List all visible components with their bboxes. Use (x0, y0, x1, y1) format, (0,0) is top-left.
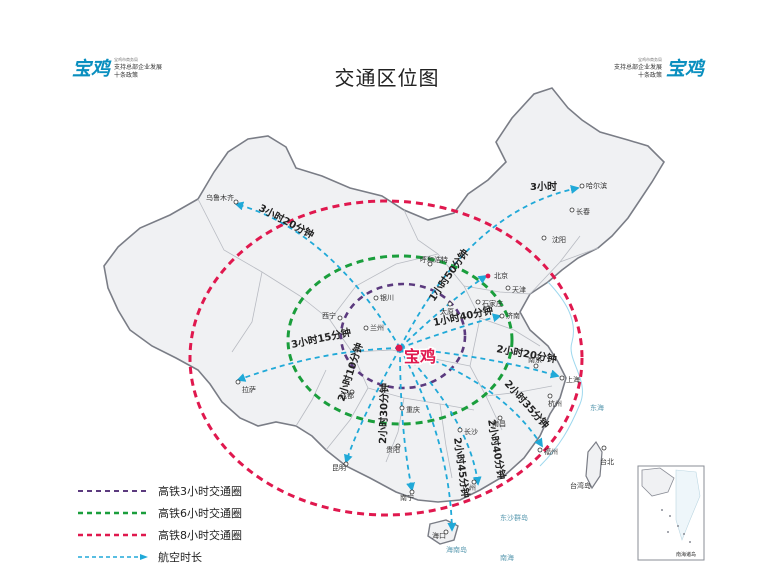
route-jinan (399, 313, 502, 349)
sea-label: 南海 (500, 553, 514, 562)
logo-left: 宝鸡 宝鸡市商务局 支持总部企业发展 十条政策 (72, 54, 162, 81)
logo-mark: 宝鸡 (665, 58, 704, 80)
city-label: 福州 (544, 447, 558, 456)
legend-item-hsr3: 高铁3小时交通圈 (78, 480, 242, 502)
flight-label: 2小时30分钟 (376, 383, 391, 444)
city-label: 哈尔滨 (586, 181, 607, 190)
route-harbin (399, 185, 580, 349)
city-label: 南宁 (400, 493, 414, 502)
legend-label: 高铁3小时交通圈 (158, 485, 242, 498)
city-label: 兰州 (370, 323, 384, 332)
cities: 乌鲁木齐 哈尔滨 长春 沈阳 呼和浩特 北京 天津 石家庄 太原 济南 银川 西… (206, 181, 614, 540)
route-fuzhou (399, 347, 543, 448)
logo-small-text: 宝鸡市商务局 (637, 56, 662, 62)
route-nanning (399, 347, 416, 492)
logo-line1: 支持总部企业发展 (613, 63, 662, 71)
hsr-8-hour-circle (188, 199, 584, 517)
hsr-3-hour-circle (339, 282, 467, 390)
city-label: 西宁 (322, 311, 336, 320)
logo-line2: 十条政策 (637, 71, 662, 79)
legend-label: 高铁6小时交通圈 (158, 507, 242, 520)
china-outline (103, 87, 666, 503)
taiwan-island (585, 440, 603, 490)
coastline (539, 281, 583, 467)
city-label: 贵阳 (386, 445, 400, 454)
legend-item-hsr6: 高铁6小时交通圈 (78, 502, 242, 524)
legend-label: 航空时长 (158, 551, 202, 564)
hsr-6-hour-circle (286, 254, 514, 426)
logo-mark: 宝鸡 (72, 58, 111, 80)
city-label: 北京 (494, 271, 508, 280)
city-label: 南昌 (492, 419, 506, 428)
sea-labels: 东海 南海 东沙群岛 海南岛 (446, 403, 604, 562)
city-label: 台北 (600, 457, 614, 466)
city-label: 海口 (432, 531, 446, 540)
route-guangzhou (399, 347, 482, 486)
route-urumqi (234, 201, 401, 349)
city-label: 呼和浩特 (420, 255, 448, 264)
center-city-marker (395, 344, 403, 352)
sea-label: 东海 (590, 403, 604, 412)
route-lhasa (236, 347, 401, 382)
south-china-sea-inset: 南海诸岛 (637, 465, 705, 561)
route-shanghai (399, 347, 560, 379)
city-label: 济南 (506, 311, 520, 320)
map-title: 交通区位图 (334, 66, 440, 90)
flight-label: 3小时 (530, 180, 557, 193)
city-label: 南京 (528, 355, 542, 364)
inset-label: 南海诸岛 (676, 551, 696, 558)
city-label: 长沙 (464, 427, 478, 436)
legend-swatch (78, 511, 148, 515)
logo-small-text: 宝鸡市商务局 (114, 56, 139, 62)
legend-swatch (78, 554, 148, 560)
city-label: 杭州 (548, 399, 562, 408)
logo-right: 宝鸡市商务局 支持总部企业发展 十条政策 宝鸡 (614, 54, 704, 81)
city-label: 石家庄 (482, 299, 503, 308)
legend-item-hsr8: 高铁8小时交通圈 (78, 524, 242, 546)
flight-routes (234, 185, 580, 532)
logo-text: 宝鸡市商务局 支持总部企业发展 十条政策 (614, 56, 662, 80)
legend: 高铁3小时交通圈 高铁6小时交通圈 高铁8小时交通圈 航空时长 (78, 480, 242, 568)
city-label: 拉萨 (242, 385, 256, 394)
city-label: 昆明 (332, 464, 346, 472)
center-city-label: 宝鸡 (404, 347, 436, 366)
route-beijing (399, 275, 488, 349)
sea-label: 海南岛 (446, 545, 467, 554)
city-label: 长春 (576, 207, 590, 216)
legend-label: 高铁8小时交通圈 (158, 529, 242, 542)
logo-line2: 十条政策 (114, 71, 139, 79)
city-label: 广州 (462, 483, 476, 492)
city-label: 台湾岛 (570, 481, 591, 490)
route-haikou (399, 347, 457, 532)
city-label: 乌鲁木齐 (206, 193, 234, 202)
route-kunming (344, 347, 401, 464)
city-label: 重庆 (406, 405, 420, 414)
city-label: 成都 (340, 391, 354, 400)
city-label: 银川 (380, 293, 394, 302)
logo-text: 宝鸡市商务局 支持总部企业发展 十条政策 (114, 56, 162, 80)
city-label: 天津 (512, 286, 526, 294)
city-label: 沈阳 (552, 235, 566, 244)
city-label: 太原 (440, 307, 454, 316)
legend-item-air: 航空时长 (78, 546, 242, 568)
logo-line1: 支持总部企业发展 (114, 63, 163, 71)
legend-swatch (78, 490, 148, 492)
city-label: 上海 (566, 375, 580, 384)
legend-swatch (78, 533, 148, 537)
sea-label: 东沙群岛 (500, 513, 528, 522)
